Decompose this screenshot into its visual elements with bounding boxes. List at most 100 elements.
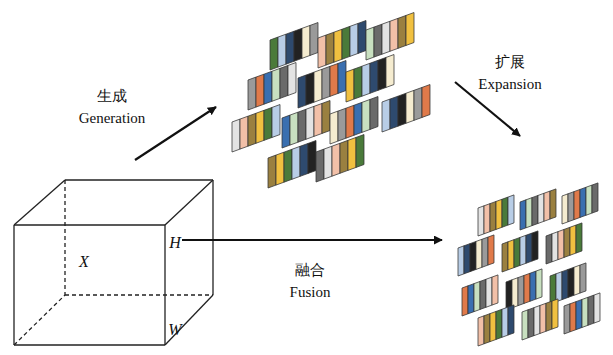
feature-cell [476, 239, 482, 269]
feature-cell [484, 314, 490, 344]
feature-strip [248, 63, 296, 110]
feature-cell [552, 232, 558, 262]
feature-strip [562, 183, 598, 224]
arrow-label: Fusion [290, 284, 331, 301]
feature-cell [288, 63, 296, 96]
feature-cell [492, 275, 498, 305]
feature-cell [592, 183, 598, 213]
feature-strip [282, 101, 330, 148]
feature-strip [478, 195, 514, 236]
feature-cell [570, 302, 576, 332]
arrow-label: Generation [79, 110, 146, 127]
feature-cell [594, 293, 600, 323]
feature-cell [270, 37, 278, 70]
feature-cell [398, 15, 406, 48]
feature-strip [478, 305, 514, 346]
feature-cell [558, 229, 564, 259]
feature-cell [290, 112, 298, 145]
feature-cell [292, 146, 300, 179]
feature-strip [506, 269, 542, 310]
feature-cell [398, 93, 406, 126]
feature-cell [268, 155, 276, 188]
feature-cell [406, 13, 414, 46]
feature-cell [248, 77, 256, 110]
feature-cell [464, 244, 470, 274]
feature-cell [550, 274, 556, 304]
feature-cell [478, 316, 484, 346]
feature-cell [486, 277, 492, 307]
arrow-label: 生成 [97, 88, 127, 105]
dimension-label: X [79, 253, 89, 271]
feature-cell [310, 23, 318, 56]
feature-cell [256, 110, 264, 143]
feature-cell [302, 25, 310, 58]
feature-cell [422, 85, 430, 118]
feature-cell [356, 135, 364, 168]
feature-cell [406, 90, 414, 123]
feature-strip [550, 263, 586, 304]
cube [14, 180, 213, 345]
feature-cell [414, 87, 422, 120]
feature-cell [552, 299, 558, 329]
feature-cell [278, 34, 286, 67]
feature-cell [374, 24, 382, 57]
feature-cell [526, 233, 532, 263]
feature-cell [308, 141, 316, 174]
feature-cell [382, 21, 390, 54]
arrow-label: 融合 [295, 262, 325, 279]
arrow-label: Expansion [478, 76, 541, 93]
feature-cell [298, 109, 306, 142]
feature-cell [298, 75, 306, 108]
feature-cell [480, 279, 486, 309]
feature-cell [382, 99, 390, 132]
feature-cell [256, 74, 264, 107]
feature-cell [306, 106, 314, 139]
feature-cell [568, 192, 574, 222]
feature-cell [362, 99, 370, 132]
feature-cell [348, 137, 356, 170]
feature-strip [366, 13, 414, 60]
feature-cell [570, 225, 576, 255]
feature-cell [526, 198, 532, 228]
feature-cell [346, 69, 354, 102]
feature-cell [520, 235, 526, 265]
feature-cell [314, 103, 322, 136]
feature-cell [370, 97, 378, 130]
feature-cell [530, 271, 536, 301]
dimension-label: H [169, 234, 181, 252]
feature-cell [588, 295, 594, 325]
feature-cell [474, 281, 480, 311]
feature-cell [532, 231, 538, 261]
feature-cell [574, 265, 580, 295]
feature-cell [390, 96, 398, 129]
feature-cell [546, 301, 552, 331]
feature-cell [306, 72, 314, 105]
feature-cell [536, 269, 542, 299]
feature-cell [386, 55, 394, 88]
feature-cell [512, 278, 518, 308]
feature-cell [528, 308, 534, 338]
feature-cell [518, 275, 524, 305]
feature-cell [586, 185, 592, 215]
feature-cell [458, 246, 464, 276]
feature-cell [470, 241, 476, 271]
feature-cell [496, 309, 502, 339]
feature-strip [522, 299, 558, 340]
arrow-label: 扩展 [495, 54, 525, 71]
feature-cell [490, 201, 496, 231]
feature-strip [316, 135, 364, 182]
feature-cell [272, 68, 280, 101]
feature-strip [298, 61, 346, 108]
feature-cell [354, 66, 362, 99]
feature-cell [478, 206, 484, 236]
feature-cell [582, 297, 588, 327]
feature-cell [322, 66, 330, 99]
feature-cell [294, 28, 302, 61]
feature-strip [346, 55, 394, 102]
feature-cell [488, 235, 494, 265]
feature-cell [576, 299, 582, 329]
feature-cell [508, 240, 514, 270]
feature-cell [496, 199, 502, 229]
feature-cell [546, 234, 552, 264]
feature-cell [240, 116, 248, 149]
